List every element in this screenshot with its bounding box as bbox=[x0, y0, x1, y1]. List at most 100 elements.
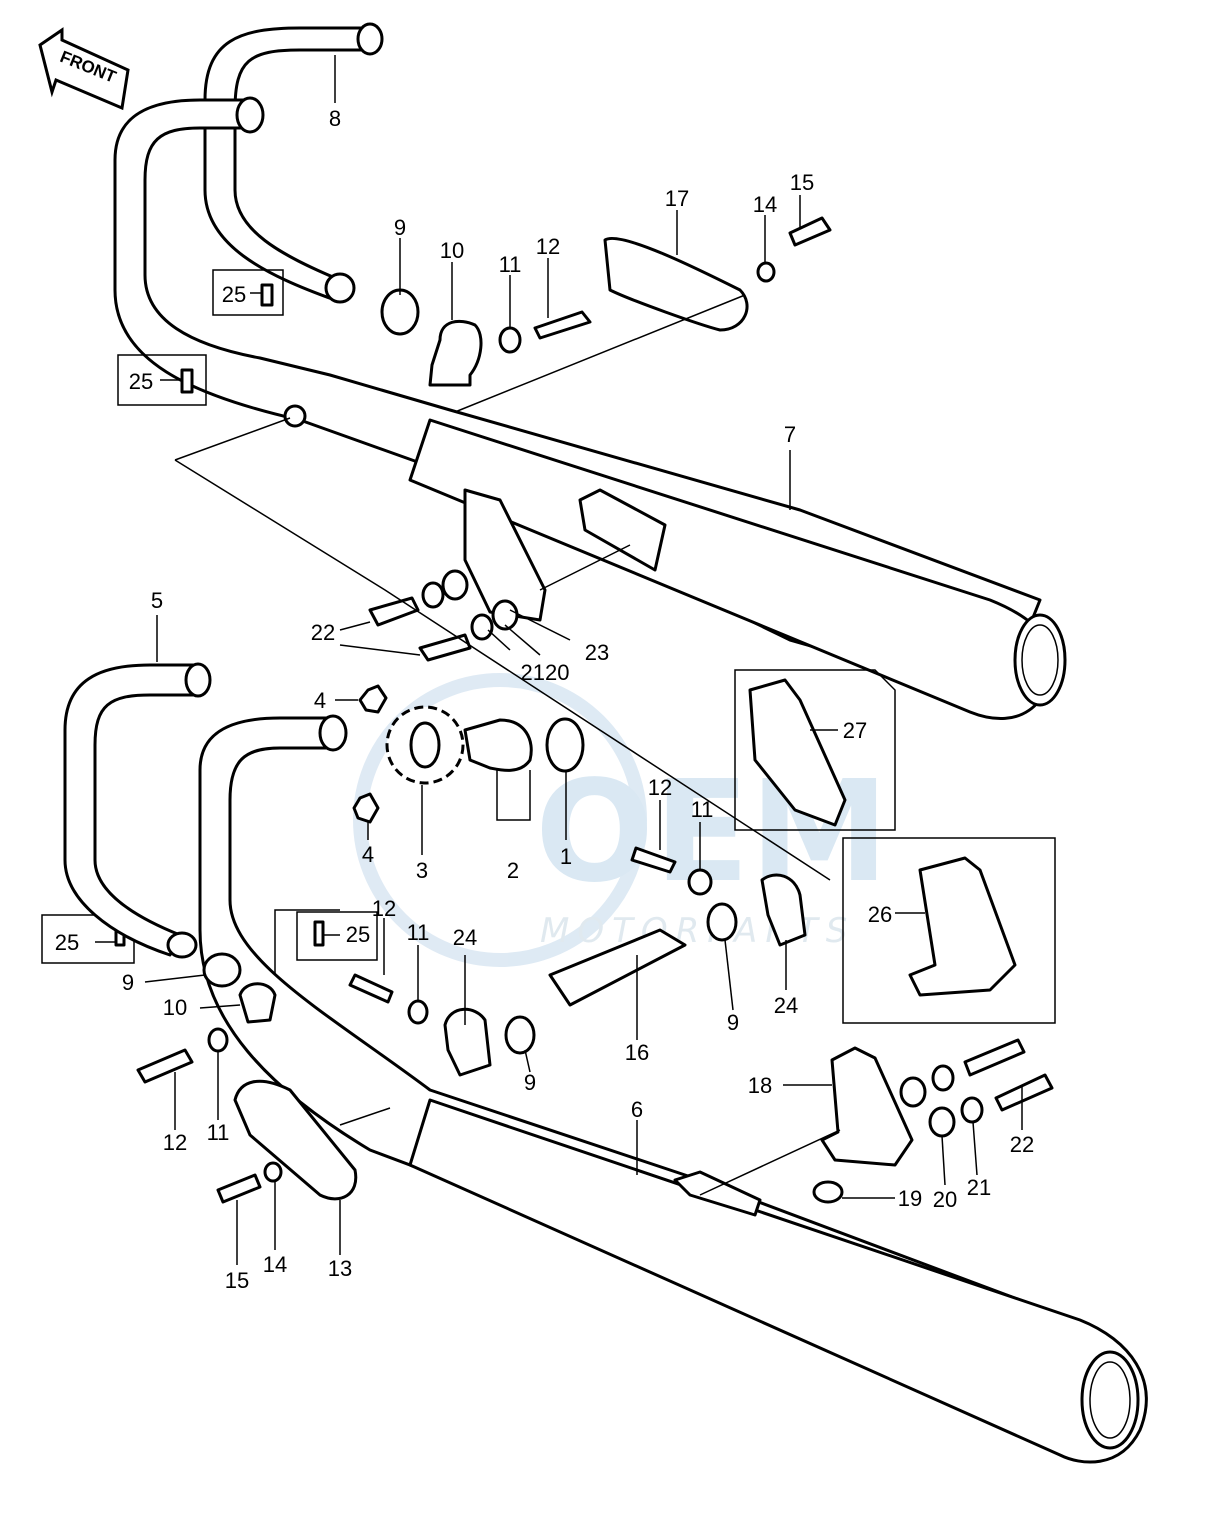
screw-25d bbox=[313, 920, 325, 947]
nut-4-upper bbox=[358, 684, 388, 714]
watermark: OEM MOTORPARTS bbox=[353, 673, 889, 967]
inset-box-27 bbox=[734, 669, 896, 831]
washer-20-lower bbox=[491, 599, 519, 631]
callout-17: 17 bbox=[665, 186, 689, 211]
callout-4: 4 bbox=[362, 842, 374, 867]
clamp-10-upper bbox=[428, 319, 483, 387]
upper-muffler-bracket bbox=[463, 488, 547, 622]
washer-11-right bbox=[687, 868, 713, 896]
callout-6: 6 bbox=[631, 1097, 643, 1122]
bolt-12-upper bbox=[533, 310, 592, 340]
callout-16: 16 bbox=[625, 1040, 649, 1065]
lower-header-pipe-5 bbox=[63, 662, 212, 959]
callout-11: 11 bbox=[499, 252, 522, 277]
callout-24: 24 bbox=[453, 925, 477, 950]
callout-27: 27 bbox=[843, 718, 867, 743]
gasket-9-lower bbox=[504, 1015, 536, 1055]
callout-12: 12 bbox=[536, 234, 560, 259]
callout-15: 15 bbox=[225, 1268, 249, 1293]
assembly-line-lower bbox=[339, 1107, 841, 1196]
bolt-22-right-lower bbox=[994, 1073, 1054, 1112]
bolt-12-lower bbox=[136, 1048, 194, 1084]
bolt-15-lower bbox=[216, 1173, 262, 1204]
callout-9: 9 bbox=[122, 970, 134, 995]
gasket-9-upper bbox=[380, 288, 420, 336]
bracket-26 bbox=[908, 856, 1017, 997]
screw-25b bbox=[180, 368, 194, 394]
callout-1: 1 bbox=[560, 844, 572, 869]
callout-7: 7 bbox=[784, 422, 796, 447]
sprocket-3-hole bbox=[409, 721, 441, 769]
inset-box-25b bbox=[117, 354, 207, 406]
callout-11: 11 bbox=[207, 1120, 230, 1145]
washer-21-lower bbox=[470, 613, 494, 641]
clamp-24-right bbox=[760, 873, 807, 947]
callout-9: 9 bbox=[727, 1010, 739, 1035]
rubber-19 bbox=[812, 1180, 844, 1204]
callout-26: 26 bbox=[868, 902, 892, 927]
callout-12: 12 bbox=[372, 896, 396, 921]
upper-pipe-nipple bbox=[283, 404, 307, 428]
inset-box-25a bbox=[212, 269, 284, 316]
callout-21-20: 2120 bbox=[521, 660, 570, 685]
callout-2: 2 bbox=[507, 858, 519, 883]
callout-11: 11 bbox=[407, 920, 430, 945]
callout-10: 10 bbox=[440, 238, 464, 263]
bolt-12-right bbox=[630, 846, 677, 874]
callout-11: 11 bbox=[691, 797, 714, 822]
callout-18: 18 bbox=[748, 1073, 772, 1098]
inset-box-25d bbox=[296, 911, 378, 961]
bolt-22-lower bbox=[418, 633, 472, 662]
nut-4-lower bbox=[352, 792, 380, 824]
callout-25: 25 bbox=[129, 369, 153, 394]
leader-lines bbox=[95, 55, 1023, 1265]
washer-21-upper bbox=[421, 581, 445, 609]
washer-21-right bbox=[931, 1064, 955, 1092]
screw-25a bbox=[260, 283, 274, 307]
callout-19: 19 bbox=[898, 1186, 922, 1211]
assembly-line-cover bbox=[454, 294, 746, 591]
lower-muffler-hanger bbox=[673, 1170, 762, 1217]
bracket-27 bbox=[748, 678, 847, 827]
callout-22: 22 bbox=[1010, 1132, 1034, 1157]
callout-14: 14 bbox=[263, 1252, 287, 1277]
washer-11-lower bbox=[207, 1027, 229, 1053]
washer-14-upper bbox=[756, 261, 776, 283]
connector-pipe-16 bbox=[548, 928, 687, 1007]
bolt-12-mid bbox=[348, 973, 394, 1004]
callout-23: 23 bbox=[585, 640, 609, 665]
washer-11-mid bbox=[407, 999, 429, 1025]
gasket-1 bbox=[545, 717, 585, 773]
washer-20-right bbox=[899, 1076, 927, 1108]
callout-8: 8 bbox=[329, 106, 341, 131]
washer-14-lower bbox=[263, 1161, 283, 1183]
bolt-22-upper bbox=[368, 596, 420, 627]
upper-pipe-outlet bbox=[324, 272, 356, 304]
bolt-22-right-upper bbox=[963, 1038, 1026, 1077]
callout-12: 12 bbox=[648, 775, 672, 800]
assembly-line-upper bbox=[174, 417, 831, 881]
lower-muffler-6 bbox=[408, 1098, 1148, 1464]
front-arrow-icon: FRONT bbox=[38, 27, 130, 111]
callout-25: 25 bbox=[346, 922, 370, 947]
callout-3: 3 bbox=[416, 858, 428, 883]
callout-labels: 8 9 10 11 12 17 14 15 25 25 7 5 22 23 21… bbox=[55, 106, 1034, 1293]
callout-25: 25 bbox=[222, 282, 246, 307]
callout-21: 21 bbox=[967, 1175, 991, 1200]
washer-20-upper bbox=[441, 569, 469, 601]
cover-17 bbox=[603, 237, 749, 332]
washer-11-upper bbox=[498, 326, 522, 354]
clamp-10-lower bbox=[238, 982, 277, 1024]
inset-box-26 bbox=[842, 837, 1056, 1024]
washer-20-lower-right bbox=[928, 1106, 956, 1138]
callout-10: 10 bbox=[163, 995, 187, 1020]
cover-13 bbox=[233, 1079, 358, 1201]
callout-20: 20 bbox=[933, 1187, 957, 1212]
callout-4: 4 bbox=[314, 688, 326, 713]
washer-21-lower-right bbox=[960, 1096, 984, 1124]
callout-5: 5 bbox=[151, 588, 163, 613]
gasket-9-right bbox=[706, 902, 738, 942]
watermark-logo: OEM bbox=[535, 751, 889, 914]
